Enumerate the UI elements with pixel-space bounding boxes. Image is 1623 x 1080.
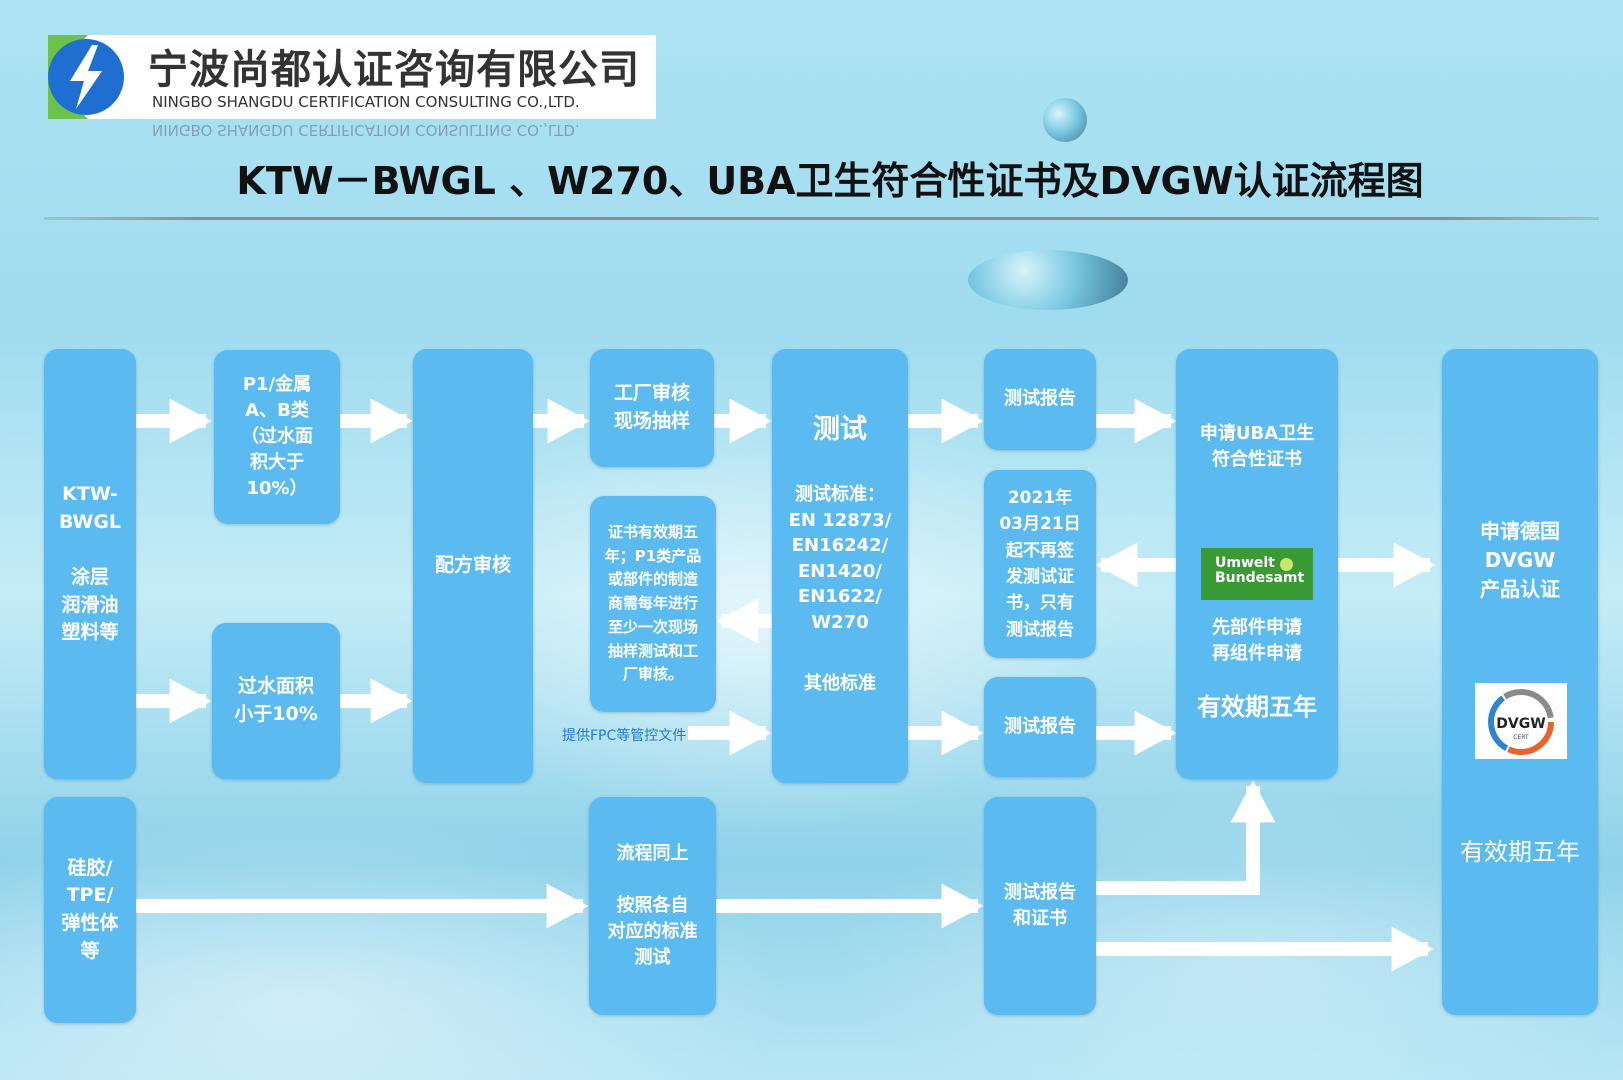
validity-note-box: 证书有效期五 年；P1类产品 或部件的制造 商需每年进行 至少一次现场 抽样测试… bbox=[590, 496, 716, 712]
water-drop bbox=[968, 250, 1128, 310]
dvgw-logo-text: DVGW bbox=[1496, 716, 1545, 732]
test-other-standards: 其他标准 bbox=[804, 673, 876, 695]
test-report-cert-box: 测试报告 和证书 bbox=[984, 797, 1096, 1015]
title-divider bbox=[44, 217, 1599, 220]
water-drop bbox=[1043, 98, 1087, 142]
same-process-box: 流程同上 按照各自 对应的标准 测试 bbox=[589, 797, 716, 1015]
dvgw-logo-sub: CERT bbox=[1513, 734, 1529, 741]
uba-parts-label: 先部件申请 再组件申请 bbox=[1212, 617, 1302, 665]
notice-2021-box: 2021年 03月21日 起不再签 发测试证 书，只有 测试报告 bbox=[984, 470, 1096, 658]
p1-metal-label: P1/金属 A、B类 （过水面 积大于 10%） bbox=[241, 373, 313, 500]
silicone-tpe-box: 硅胶/ TPE/ 弹性体 等 bbox=[44, 797, 136, 1023]
test-box: 测试 测试标准： EN 12873/ EN16242/ EN1420/ EN16… bbox=[772, 349, 908, 783]
test-report-2-label: 测试报告 bbox=[1004, 715, 1076, 737]
dvgw-ring-icon: DVGW CERT bbox=[1488, 689, 1554, 755]
notice-2021-label: 2021年 03月21日 起不再签 发测试证 书，只有 测试报告 bbox=[999, 487, 1081, 640]
silicone-tpe-label: 硅胶/ TPE/ 弹性体 等 bbox=[61, 856, 119, 962]
p1-metal-box: P1/金属 A、B类 （过水面 积大于 10%） bbox=[214, 350, 340, 524]
test-standards: 测试标准： EN 12873/ EN16242/ EN1420/ EN1622/… bbox=[788, 484, 892, 633]
test-title: 测试 bbox=[813, 414, 867, 445]
uba-logo-line1: Umwelt bbox=[1215, 555, 1275, 571]
umwelt-bundesamt-logo: Umwelt Bundesamt bbox=[1201, 548, 1313, 600]
uba-validity-label: 有效期五年 bbox=[1197, 693, 1317, 722]
company-name-cn: 宁波尚都认证咨询有限公司 bbox=[148, 47, 640, 93]
test-report-cert-label: 测试报告 和证书 bbox=[1004, 881, 1076, 929]
arrow-reportcert-to-uba bbox=[1096, 780, 1276, 895]
uba-leaf-icon bbox=[1280, 558, 1293, 571]
ktw-bwgl-label: KTW- BWGL 涂层 润滑油 塑料等 bbox=[58, 483, 122, 644]
uba-apply-label: 申请UBA卫生 符合性证书 bbox=[1199, 423, 1315, 471]
same-process-label: 流程同上 按照各自 对应的标准 测试 bbox=[607, 842, 698, 969]
factory-audit-label: 工厂审核 现场抽样 bbox=[613, 382, 690, 432]
dvgw-apply-label: 申请德国 DVGW 产品认证 bbox=[1480, 519, 1560, 601]
test-report-1-label: 测试报告 bbox=[1004, 388, 1076, 410]
dvgw-apply-box: 申请德国 DVGW 产品认证 有效期五年 bbox=[1442, 349, 1598, 1015]
fpc-docs-label: 提供FPC等管控文件 bbox=[562, 728, 687, 744]
test-report-box-1: 测试报告 bbox=[984, 349, 1096, 450]
factory-audit-box: 工厂审核 现场抽样 bbox=[590, 349, 714, 467]
formula-review-box: 配方审核 bbox=[413, 349, 533, 783]
page-title: KTW－BWGL 、W270、UBA卫生符合性证书及DVGW认证流程图 bbox=[236, 159, 1424, 203]
area-less-10-label: 过水面积 小于10% bbox=[234, 675, 318, 725]
dvgw-validity-label: 有效期五年 bbox=[1460, 838, 1580, 866]
company-name-en: NINGBO SHANGDU CERTIFICATION CONSULTING … bbox=[152, 93, 580, 111]
company-logo: 宁波尚都认证咨询有限公司 NINGBO SHANGDU CERTIFICATIO… bbox=[48, 35, 656, 119]
validity-note-label: 证书有效期五 年；P1类产品 或部件的制造 商需每年进行 至少一次现场 抽样测试… bbox=[604, 523, 702, 684]
formula-review-label: 配方审核 bbox=[434, 554, 511, 577]
ktw-bwgl-box: KTW- BWGL 涂层 润滑油 塑料等 bbox=[44, 349, 136, 779]
area-less-10-box: 过水面积 小于10% bbox=[212, 623, 340, 779]
dvgw-cert-logo: DVGW CERT bbox=[1475, 683, 1567, 759]
lightning-logo-icon bbox=[48, 35, 124, 119]
uba-logo-line2: Bundesamt bbox=[1215, 570, 1305, 587]
test-report-box-2: 测试报告 bbox=[984, 677, 1096, 777]
